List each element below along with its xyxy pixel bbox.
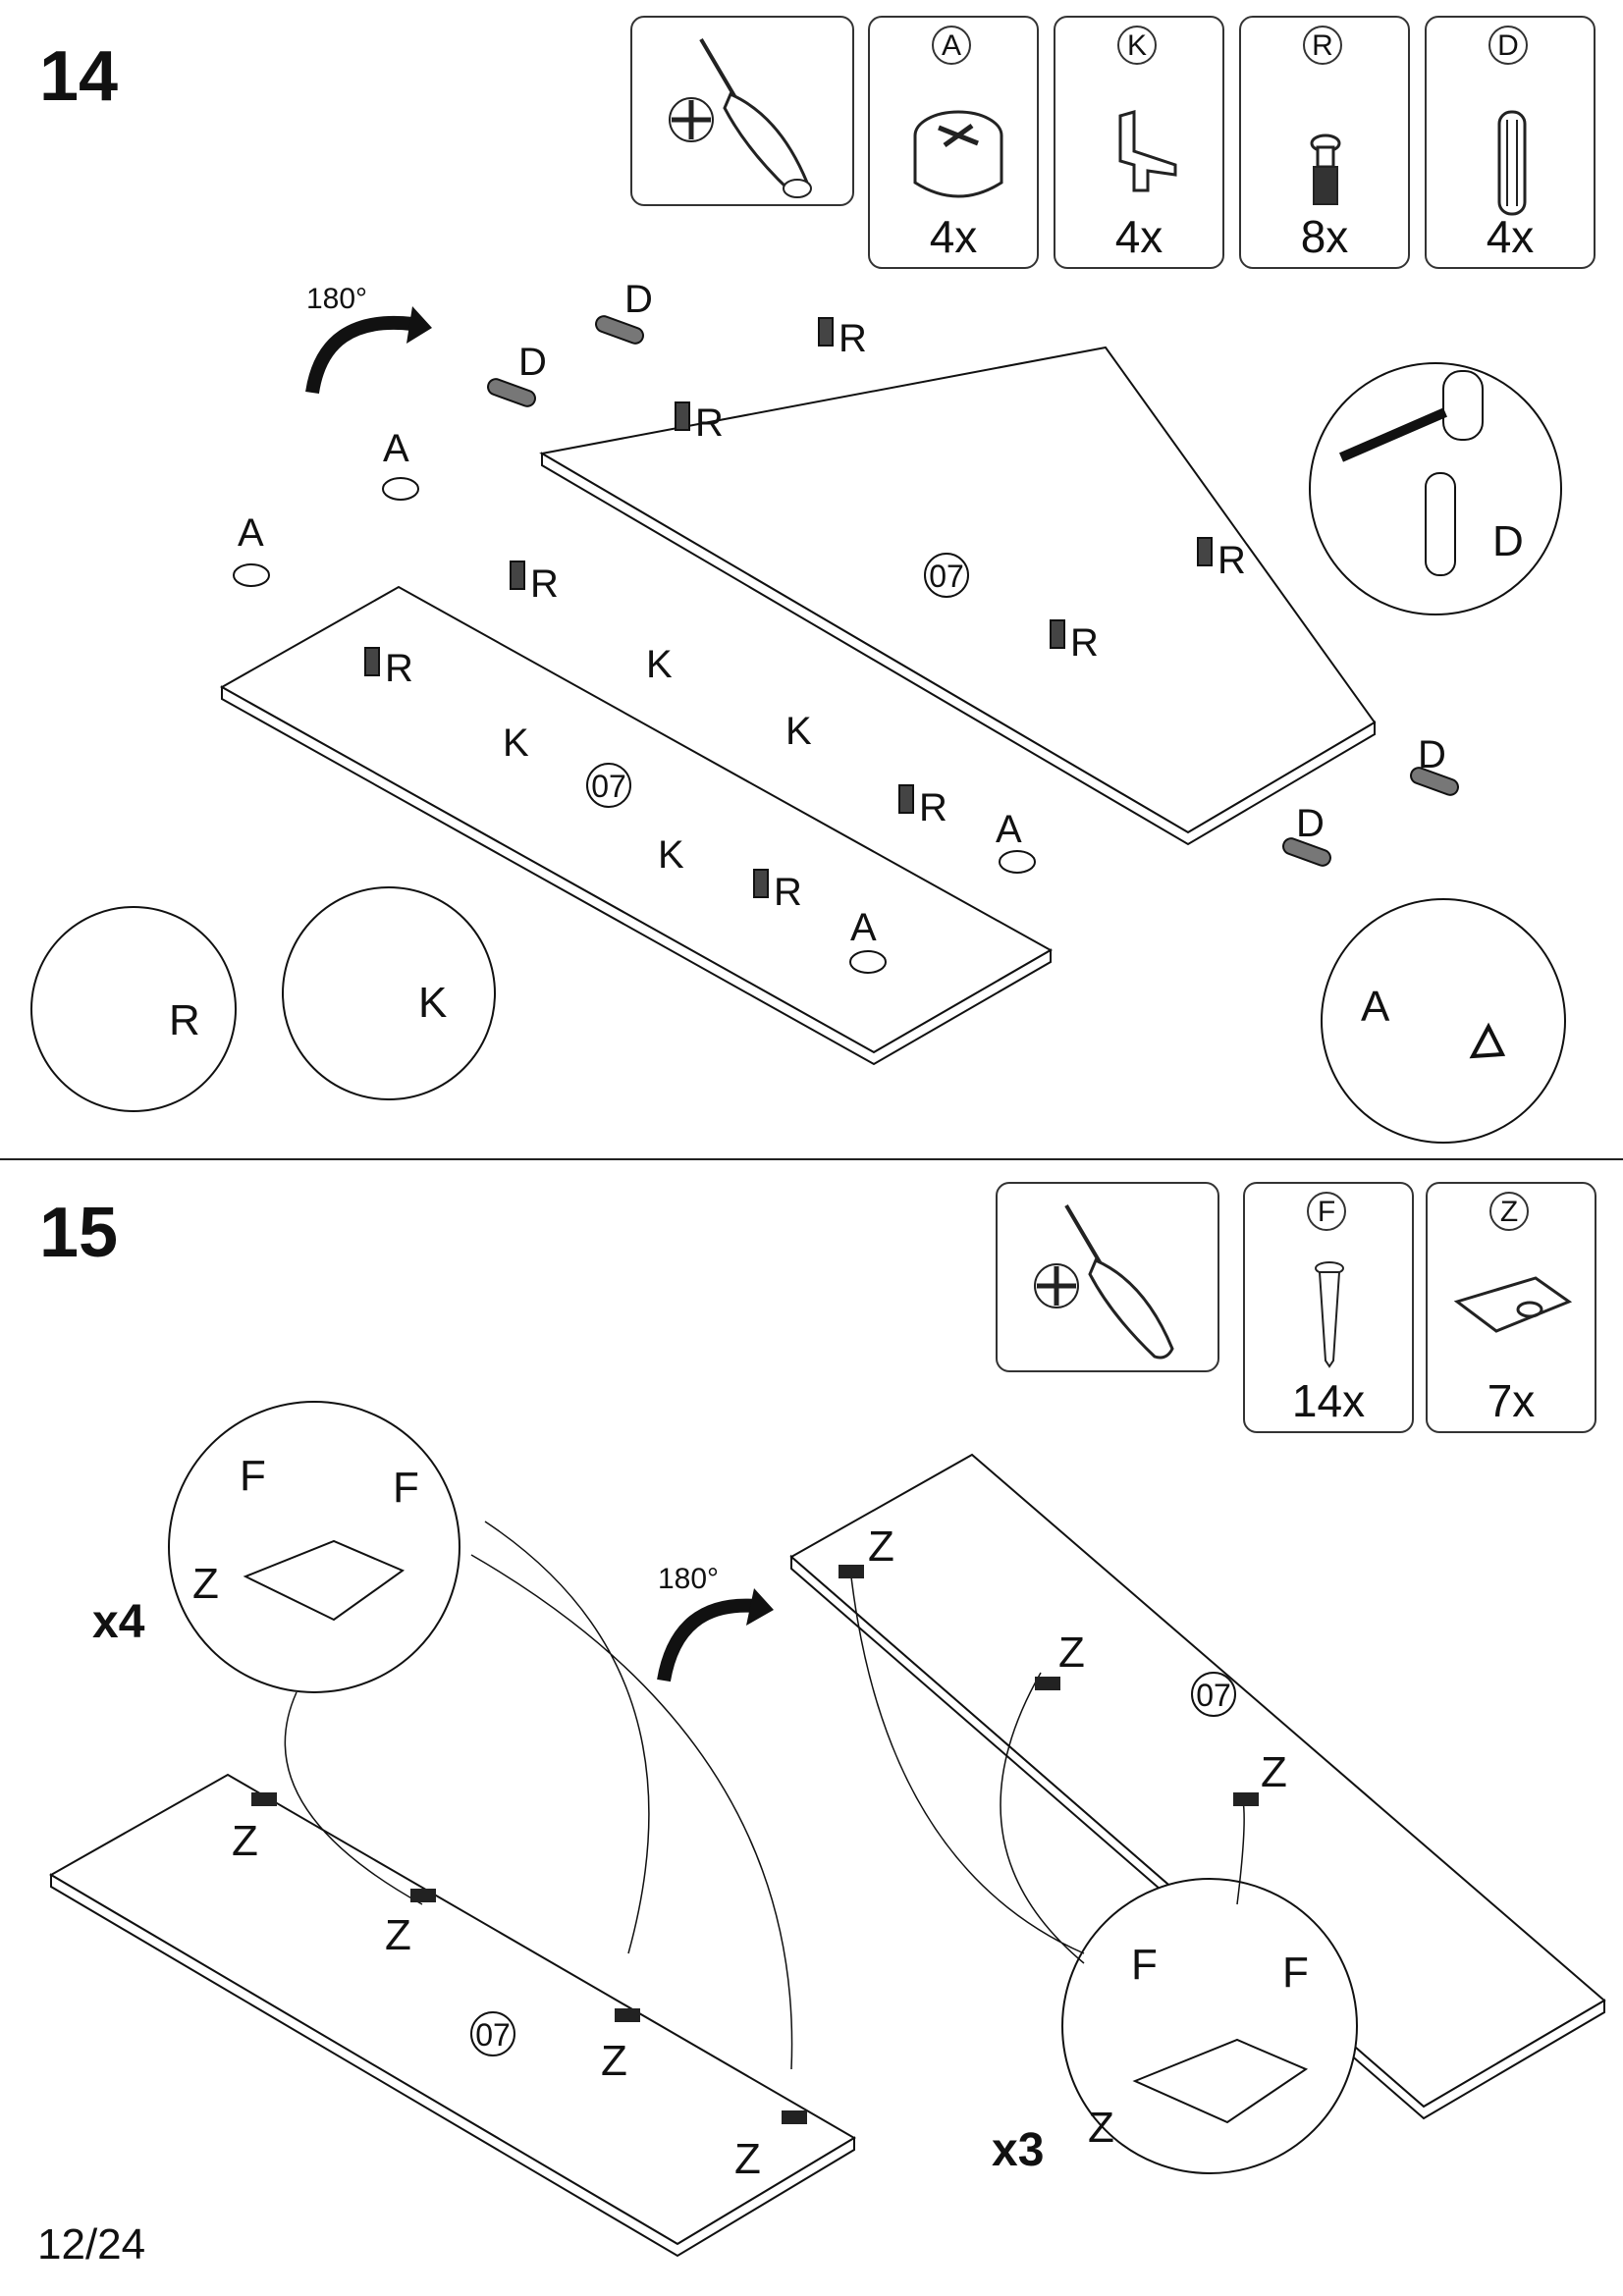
multiplier-x4: x4 <box>92 1596 145 1648</box>
svg-text:Z: Z <box>192 1560 219 1608</box>
svg-text:K: K <box>418 979 447 1027</box>
section-divider <box>0 1158 1623 1160</box>
part-R-qty: 8x <box>1300 211 1349 262</box>
svg-text:Z: Z <box>1058 1629 1085 1677</box>
screwdriver-icon <box>1034 1203 1174 1360</box>
screw-icon <box>1315 1261 1344 1368</box>
panel-07-left <box>49 1773 856 2246</box>
step-15-number: 15 <box>39 1194 119 1272</box>
hinge-detail-circle-right <box>1061 1878 1358 2174</box>
multiplier-x3: x3 <box>992 2124 1044 2176</box>
part-letter-K: K <box>1117 26 1157 65</box>
part-A-qty: 4x <box>929 211 978 262</box>
svg-text:D: D <box>624 278 653 321</box>
shelf-support-icon <box>1118 110 1177 192</box>
part-letter-R: R <box>1303 26 1342 65</box>
cam-detail-circle <box>1321 898 1566 1144</box>
svg-text:R: R <box>919 786 947 829</box>
svg-text:R: R <box>169 996 200 1044</box>
support-detail-circle <box>282 886 496 1100</box>
svg-text:R: R <box>695 401 724 445</box>
rotation-label: 180° <box>306 283 367 315</box>
panel-label-circle <box>924 553 969 598</box>
screwdriver-tool-box-2 <box>996 1182 1219 1372</box>
bolt-detail-circle <box>30 906 237 1112</box>
svg-text:D: D <box>1492 517 1524 565</box>
svg-text:Z: Z <box>601 2037 627 2085</box>
svg-text:K: K <box>785 710 812 753</box>
cam-lock-icon <box>913 110 1003 198</box>
svg-text:Z: Z <box>385 1911 411 1959</box>
rotate-arrow-icon <box>305 315 413 395</box>
svg-text:D: D <box>1296 802 1325 845</box>
part-letter-A: A <box>932 26 971 65</box>
hinge-plate-icon <box>1453 1276 1573 1333</box>
svg-text:F: F <box>1131 1941 1158 1989</box>
svg-text:F: F <box>1282 1949 1309 1997</box>
svg-text:Z: Z <box>868 1522 894 1571</box>
part-F-qty: 14x <box>1291 1375 1366 1426</box>
svg-text:A: A <box>383 427 409 470</box>
svg-text:K: K <box>658 833 684 877</box>
cam-bolt-icon <box>1310 133 1341 205</box>
svg-text:D: D <box>1418 733 1446 776</box>
part-K-qty: 4x <box>1114 211 1163 262</box>
svg-text:K: K <box>646 643 673 686</box>
svg-text:R: R <box>774 871 802 914</box>
part-K-box: K 4x <box>1054 16 1224 269</box>
part-Z-box: Z 7x <box>1426 1182 1596 1433</box>
svg-text:Z: Z <box>1261 1748 1287 1796</box>
svg-text:Z: Z <box>232 1817 258 1865</box>
svg-text:D: D <box>518 341 547 384</box>
svg-text:07: 07 <box>1196 1678 1231 1713</box>
svg-text:A: A <box>996 808 1022 851</box>
svg-text:R: R <box>839 317 867 360</box>
svg-text:180°: 180° <box>658 1563 719 1595</box>
panel-label-back: 07 <box>929 559 964 594</box>
svg-text:Z: Z <box>1088 2104 1114 2152</box>
svg-text:F: F <box>393 1464 419 1512</box>
svg-text:F: F <box>240 1452 266 1500</box>
svg-text:07: 07 <box>475 2017 511 2053</box>
svg-text:A: A <box>850 906 877 949</box>
svg-text:A: A <box>1361 983 1390 1031</box>
dowel-icon <box>1497 110 1527 216</box>
part-D-qty: 4x <box>1486 211 1535 262</box>
panel-label-front: 07 <box>591 769 626 804</box>
svg-text:R: R <box>1070 621 1099 665</box>
part-letter-D: D <box>1488 26 1528 65</box>
svg-text:R: R <box>530 562 559 606</box>
part-A-box: A 4x <box>868 16 1039 269</box>
svg-text:Z: Z <box>734 2135 761 2183</box>
svg-text:A: A <box>238 511 264 555</box>
part-letter-F: F <box>1307 1192 1346 1231</box>
warning-icon <box>1469 1022 1506 1059</box>
panel-07-right <box>789 1453 1606 2109</box>
screwdriver-icon <box>669 37 812 198</box>
part-Z-qty: 7x <box>1487 1375 1536 1426</box>
svg-text:R: R <box>385 647 413 690</box>
part-letter-Z: Z <box>1489 1192 1529 1231</box>
part-R-box: R 8x <box>1239 16 1410 269</box>
part-D-box: D 4x <box>1425 16 1596 269</box>
step-14-illustration: 180° 07 07 D D D D R R R R R R R R A A A A <box>30 278 1566 1144</box>
hinge-detail-circle-left <box>168 1401 460 1693</box>
svg-text:R: R <box>1217 539 1246 582</box>
hammer-icon <box>1442 370 1484 441</box>
part-F-box: F 14x <box>1243 1182 1414 1433</box>
step-14-number: 14 <box>39 37 119 116</box>
page-number: 12/24 <box>37 2220 146 2269</box>
svg-text:K: K <box>503 721 529 765</box>
screwdriver-tool-box <box>630 16 854 206</box>
